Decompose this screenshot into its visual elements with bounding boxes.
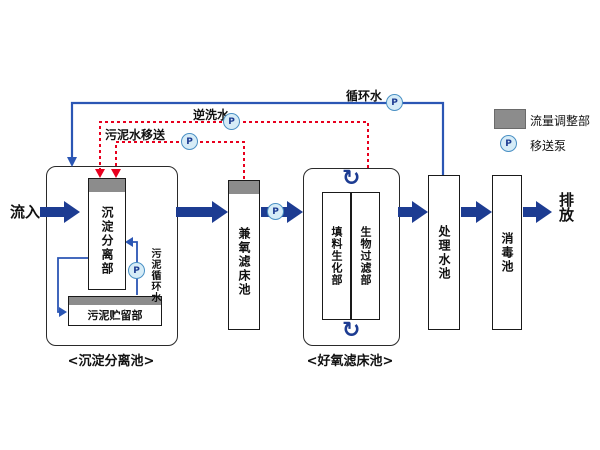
backwash-pump-icon: P: [223, 113, 240, 130]
arrow-treated-to-disinfection: [461, 201, 492, 223]
legend-flow-adjust-label: 流量调整部: [530, 114, 591, 128]
circulation-water-label: 循环水: [346, 89, 383, 103]
anoxic-filter-cap: [229, 181, 259, 194]
sedimentation-tank-caption: <沉淀分离池>: [67, 354, 155, 369]
anoxic-filter-label: 兼氧滤床池: [237, 226, 251, 297]
sludge-storage-label: 污泥贮留部: [87, 309, 143, 322]
disinfection-tank: 消毒池: [492, 175, 522, 330]
sludge-storage-cap: [69, 297, 161, 305]
outflow-arrow: [523, 201, 552, 223]
recycle-bottom-icon: ↻: [342, 318, 361, 343]
sedimentation-unit-label: 沉淀分离部: [100, 205, 114, 276]
recycle-top-icon: ↻: [342, 166, 361, 191]
transfer-pump-mid-icon: P: [267, 203, 284, 220]
legend-transfer-pump-label: 移送泵: [530, 139, 567, 153]
inflow-label: 流入: [10, 203, 41, 221]
arrow-group1-to-anoxic: [176, 201, 228, 223]
packing-bio-column: 填料生化部: [322, 192, 351, 320]
disinfection-label: 消毒池: [500, 231, 514, 274]
flow-adjust-cap: [89, 179, 125, 192]
bio-filter-column: 生物过滤部: [351, 192, 380, 320]
bio-filter-label: 生物过滤部: [359, 226, 372, 286]
legend-pump-icon: P: [500, 135, 517, 152]
sedimentation-unit-tank: 沉淀分离部: [88, 178, 126, 290]
arrow-aerobic-to-treated: [398, 201, 428, 223]
anoxic-filter-tank: 兼氧滤床池: [228, 180, 260, 330]
sludge-transfer-label: 污泥水移送: [105, 128, 166, 142]
sludge-transfer-pump-icon: P: [181, 133, 198, 150]
packing-bio-label: 填料生化部: [330, 226, 343, 286]
sludge-circulation-label: 污泥循环水: [149, 248, 160, 303]
circulation-pump-icon: P: [386, 94, 403, 111]
outflow-label: 排放: [557, 192, 575, 222]
sludge-pump-icon: P: [128, 262, 145, 279]
aerobic-tank-caption: <好氧滤床池>: [306, 354, 394, 369]
legend-flow-adjust-swatch: [494, 109, 526, 129]
treated-water-label: 处理水池: [437, 224, 451, 281]
treated-water-tank: 处理水池: [428, 175, 460, 330]
